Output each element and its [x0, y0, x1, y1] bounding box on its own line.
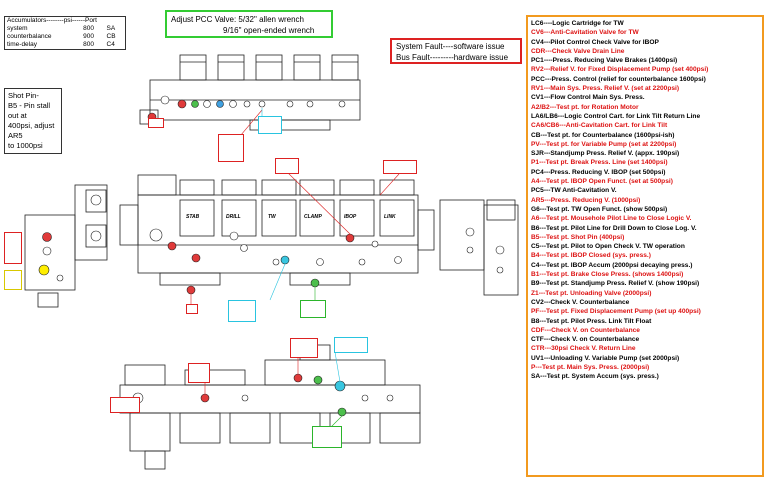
- shot-pin-line-1: Shot Pin-: [8, 91, 39, 100]
- legend-item: C4---Test pt. IBOP Accum (2000psi decayi…: [531, 261, 693, 269]
- callout-box: [4, 270, 22, 290]
- pcc-valve-note: Adjust PCC Valve: 5/32" allen wrench 9/1…: [165, 10, 333, 38]
- callout-box: [4, 232, 22, 264]
- pcc-valve-line-1: Adjust PCC Valve: 5/32" allen wrench: [171, 15, 304, 24]
- legend-item: CV2---Check V. Counterbalance: [531, 298, 630, 306]
- legend-item: A4---Test pt. IBOP Open Funct. (set at 5…: [531, 178, 673, 186]
- legend-item: B9---Test pt. Standjump Press. Relief V.…: [531, 280, 700, 288]
- accumulator-table-body: system 800 SA counterbalance 900 CB time…: [5, 25, 125, 49]
- legend-item: A6---Test pt. Mousehole Pilot Line to Cl…: [531, 215, 692, 223]
- shot-pin-note: Shot Pin- B5 - Pin stall out at 400psi, …: [4, 88, 62, 154]
- legend-item: CDR---Check Valve Drain Line: [531, 47, 625, 55]
- legend-item: P1---Test pt. Break Press. Line (set 140…: [531, 159, 668, 167]
- callout-box: [188, 363, 210, 383]
- callout-box: [290, 338, 318, 358]
- legend-item: B1---Test pt. Brake Close Press. (shows …: [531, 271, 684, 279]
- pcc-valve-line-2: 9/16" open-ended wrench: [223, 26, 315, 35]
- cartridge-label: STAB: [186, 214, 200, 220]
- fault-note: System Fault----software issue Bus Fault…: [390, 38, 522, 64]
- cartridge-label: TW: [268, 214, 276, 220]
- legend-item: PF---Test pt. Fixed Displacement Pump (s…: [531, 308, 701, 316]
- callout-box: [228, 300, 256, 322]
- legend-item: SA---Test pt. System Accum (sys. press.): [531, 373, 659, 381]
- accumulator-table-header: Accumulators--------psi------Port: [7, 17, 97, 24]
- legend-item: CV6---Anti-Cavitation Valve for TW: [531, 29, 639, 37]
- legend-item: AR5---Press. Reducing V. (1000psi): [531, 196, 641, 204]
- callout-box: [312, 426, 342, 448]
- cartridge-label: CLAMP: [304, 214, 322, 220]
- legend-item: CDF---Check V. on Counterbalance: [531, 326, 640, 334]
- fault-bus-line: Bus Fault---------hardware issue: [396, 53, 509, 62]
- callout-box: [258, 116, 282, 134]
- legend-item: B6---Test pt. Pilot Line for Drill Down …: [531, 224, 697, 232]
- callout-box: [334, 337, 368, 353]
- legend-item: UV1---Unloading V. Variable Pump (set 20…: [531, 354, 680, 362]
- table-row: time-delay 800 C4: [5, 41, 125, 49]
- legend-item: LC6----Logic Cartridge for TW: [531, 20, 624, 27]
- cartridge-label: DRILL: [226, 214, 241, 220]
- legend-item: RV2---Relief V. for Fixed Displacement P…: [531, 66, 709, 74]
- legend-item: CTF---Check V. on Counterbalance: [531, 336, 640, 344]
- callout-box: [186, 304, 198, 314]
- legend-item: B4---Test pt. IBOP Closed (sys. press.): [531, 252, 651, 260]
- callout-box: [218, 134, 244, 162]
- component-legend: LC6----Logic Cartridge for TW CV6---Anti-…: [526, 15, 764, 477]
- shot-pin-line-2: B5 - Pin stall out at: [8, 101, 51, 120]
- shot-pin-line-4: to 1000psi: [8, 141, 43, 150]
- shot-pin-line-3: 400psi, adjust AR5: [8, 121, 55, 140]
- legend-item: PC5---TW Anti-Cavitation V.: [531, 187, 617, 195]
- accumulator-name: system: [7, 25, 28, 32]
- table-row: system 800 SA: [5, 25, 125, 33]
- legend-item: G6---Test pt. TW Open Funct. (show 500ps…: [531, 205, 668, 213]
- accumulator-name: time-delay: [7, 41, 37, 48]
- accumulator-port: CB: [106, 33, 116, 40]
- legend-item: B5---Test pt. Shot Pin (400psi): [531, 233, 625, 241]
- cartridge-label: LINK: [384, 214, 396, 220]
- legend-item: B8---Test pt. Pilot Press. Link Tilt Flo…: [531, 317, 652, 325]
- legend-item: PC1----Press. Reducing Valve Brakes (140…: [531, 57, 678, 65]
- cartridge-label: IBOP: [344, 214, 357, 220]
- callout-box: [383, 160, 417, 174]
- legend-item: A2/B2---Test pt. for Rotation Motor: [531, 103, 639, 111]
- cartridge-label-row: STAB DRILL TW CLAMP IBOP LINK: [184, 214, 416, 228]
- callout-box: [275, 158, 299, 174]
- accumulator-psi: 800: [83, 41, 95, 48]
- legend-item: SJR---Standjump Press. Relief V. (appx. …: [531, 150, 680, 158]
- fault-system-line: System Fault----software issue: [396, 42, 505, 51]
- legend-item: PV---Test pt. for Variable Pump (set at …: [531, 140, 677, 148]
- accumulator-psi: 800: [83, 25, 95, 32]
- callout-box: [148, 118, 164, 128]
- legend-item: RV1---Main Sys. Press. Relief V. (set at…: [531, 85, 680, 93]
- accumulator-port: C4: [106, 41, 115, 48]
- accumulator-psi: 900: [83, 33, 95, 40]
- legend-item: CA6/CB6---Anti-Cavitation Cart. for Link…: [531, 122, 668, 130]
- legend-item: PC4---Press. Reducing V. IBOP (set 500ps…: [531, 168, 666, 176]
- accumulator-table: Accumulators--------psi------Port system…: [4, 16, 126, 50]
- legend-item: LA6/LB6---Logic Control Cart. for Link T…: [531, 112, 701, 120]
- legend-item: Z1---Test pt. Unloading Valve (2000psi): [531, 289, 652, 297]
- legend-item: CB---Test pt. for Counterbalance (1600ps…: [531, 131, 675, 139]
- legend-item: CTR---30psi Check V. Return Line: [531, 345, 636, 353]
- legend-item: CV1---Flow Control Main Sys. Press.: [531, 94, 645, 102]
- accumulator-name: counterbalance: [7, 33, 52, 40]
- legend-item: C5---Test pt. Pilot to Open Check V. TW …: [531, 243, 685, 251]
- accumulator-port: SA: [106, 25, 116, 32]
- callout-box: [300, 300, 326, 318]
- legend-item: P---Test pt. Main Sys. Press. (2000psi): [531, 363, 650, 371]
- legend-item: CV4---Pilot Control Check Valve for IBOP: [531, 38, 659, 46]
- table-row: counterbalance 900 CB: [5, 33, 125, 41]
- legend-item: PCC---Press. Control (relief for counter…: [531, 75, 706, 83]
- callout-box: [110, 397, 140, 413]
